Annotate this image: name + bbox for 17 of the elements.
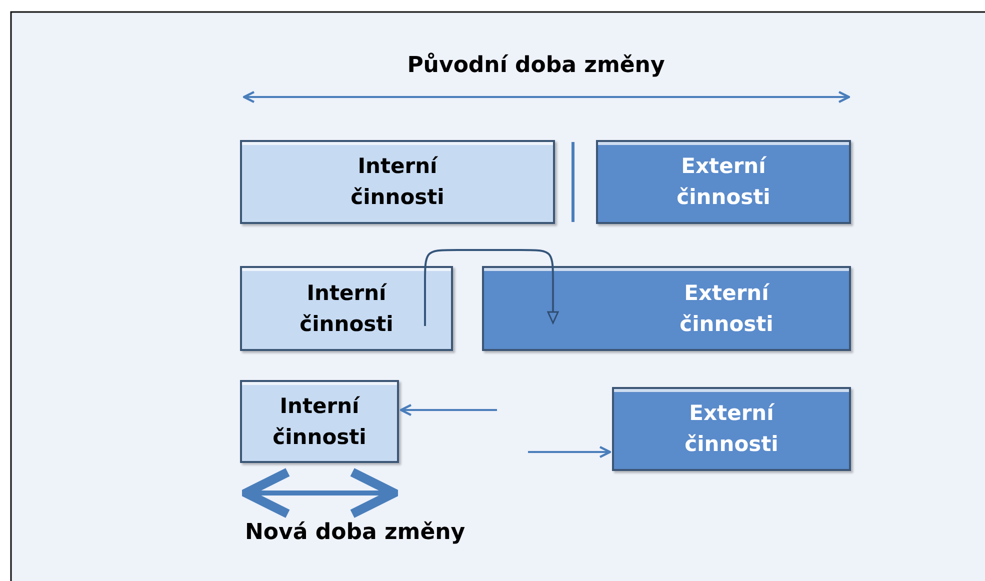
arrow (400, 404, 497, 416)
internal-activity-box (240, 140, 555, 224)
arrow (424, 249, 559, 326)
activity-label: Externí činnosti (676, 153, 770, 211)
external-activity-box (612, 387, 851, 471)
activity-label: Externí činnosti (684, 400, 778, 458)
external-activity-box (482, 266, 851, 351)
internal-activity-box (240, 266, 453, 351)
arrow (528, 446, 612, 458)
external-activity-box (596, 140, 851, 224)
time-label: Původní doba změny (407, 53, 665, 78)
activity-label: Interní činnosti (350, 153, 444, 211)
activity-label: Interní činnosti (272, 392, 366, 450)
activity-label: Externí činnosti (680, 280, 774, 338)
internal-activity-box (240, 380, 399, 463)
activity-label: Interní činnosti (300, 280, 394, 338)
time-label: Nová doba změny (245, 520, 466, 545)
